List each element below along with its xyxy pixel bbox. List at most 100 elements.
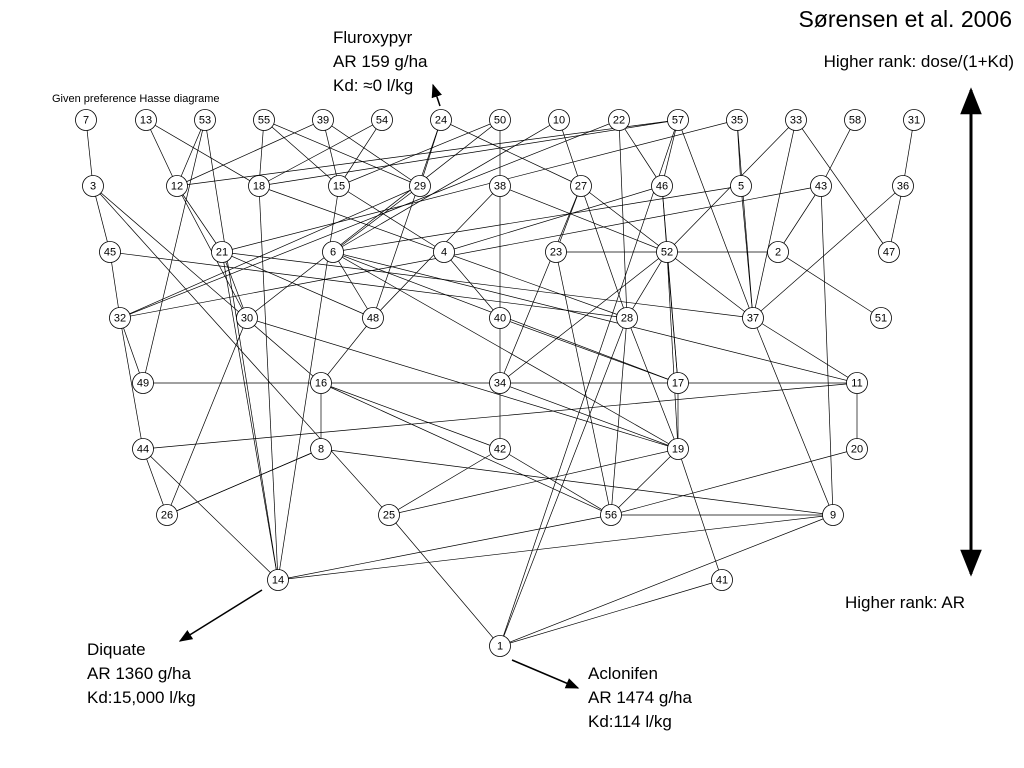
svg-text:7: 7 <box>83 115 89 127</box>
svg-text:42: 42 <box>494 444 506 456</box>
svg-text:22: 22 <box>613 115 625 127</box>
edge-6-48 <box>332 251 374 319</box>
node-22: 22 <box>608 109 630 131</box>
svg-text:50: 50 <box>494 115 506 127</box>
edge-8-9 <box>320 448 834 516</box>
edge-20-56 <box>610 448 858 516</box>
edge-31-36 <box>902 119 915 187</box>
edge-39-15 <box>322 119 340 187</box>
svg-text:49: 49 <box>137 378 149 390</box>
node-38: 38 <box>489 175 511 197</box>
svg-text:39: 39 <box>317 115 329 127</box>
edge-24-27 <box>440 119 582 187</box>
edge-52-17 <box>666 251 679 384</box>
edge-57-12 <box>176 119 679 187</box>
svg-text:23: 23 <box>550 247 562 259</box>
svg-text:14: 14 <box>272 575 284 587</box>
node-48: 48 <box>362 307 384 329</box>
svg-text:29: 29 <box>414 181 426 193</box>
edge-52-34 <box>499 251 668 384</box>
edge-29-32 <box>119 185 421 319</box>
node-8: 8 <box>310 438 332 460</box>
edge-2-51 <box>777 251 882 319</box>
svg-text:6: 6 <box>330 247 336 259</box>
edge-39-29 <box>322 119 421 187</box>
edge-21-37 <box>221 251 754 319</box>
node-4: 4 <box>433 241 455 263</box>
svg-text:2: 2 <box>775 247 781 259</box>
callout-aclonifen-kd: Kd:114 l/kg <box>588 712 672 731</box>
edge-45-28 <box>109 251 628 319</box>
edge-24-48 <box>372 119 442 319</box>
node-52: 52 <box>656 241 678 263</box>
callout-diquate-ar: AR 1360 g/ha <box>87 664 191 683</box>
edge-53-14 <box>204 119 279 581</box>
edge-25-19 <box>388 448 679 516</box>
node-20: 20 <box>846 438 868 460</box>
node-54: 54 <box>371 109 393 131</box>
node-19: 19 <box>667 438 689 460</box>
svg-text:44: 44 <box>137 444 149 456</box>
edge-23-56 <box>555 251 612 516</box>
node-17: 17 <box>667 372 689 394</box>
node-7: 7 <box>75 109 97 131</box>
svg-text:55: 55 <box>258 115 270 127</box>
svg-text:41: 41 <box>716 575 728 587</box>
svg-text:51: 51 <box>875 313 887 325</box>
edge-21-14 <box>221 251 279 581</box>
node-34: 34 <box>489 372 511 394</box>
edge-22-46 <box>618 119 663 187</box>
edge-9-14 <box>277 514 834 581</box>
edge-6-19 <box>332 251 679 450</box>
node-46: 46 <box>651 175 673 197</box>
edge-10-6 <box>332 119 560 253</box>
svg-text:20: 20 <box>851 444 863 456</box>
node-15: 15 <box>328 175 350 197</box>
callout-fluroxypyr-ar: AR 159 g/ha <box>333 52 428 71</box>
callout-fluroxypyr-kd: Kd: ≈0 l/kg <box>333 76 414 95</box>
edge-37-11 <box>752 317 858 384</box>
svg-text:17: 17 <box>672 378 684 390</box>
node-51: 51 <box>870 307 892 329</box>
edge-27-34 <box>499 185 582 384</box>
svg-text:24: 24 <box>435 115 447 127</box>
edge-13-18 <box>145 119 260 187</box>
edge-22-28 <box>618 119 628 319</box>
svg-text:11: 11 <box>851 378 862 390</box>
edge-3-45 <box>92 185 111 253</box>
edge-53-49 <box>142 119 206 384</box>
node-5: 5 <box>730 175 752 197</box>
edge-57-46 <box>661 119 679 187</box>
node-31: 31 <box>903 109 925 131</box>
svg-text:18: 18 <box>253 181 265 193</box>
node-58: 58 <box>844 109 866 131</box>
svg-text:34: 34 <box>494 378 506 390</box>
edge-7-3 <box>85 119 94 187</box>
edge-29-6 <box>332 185 421 253</box>
svg-text:57: 57 <box>672 115 684 127</box>
edge-10-27 <box>558 119 582 187</box>
svg-text:32: 32 <box>114 313 126 325</box>
edge-57-18 <box>258 119 679 187</box>
node-16: 16 <box>310 372 332 394</box>
edge-58-43 <box>820 119 856 187</box>
node-27: 27 <box>570 175 592 197</box>
node-39: 39 <box>312 109 334 131</box>
svg-text:13: 13 <box>140 115 152 127</box>
svg-text:46: 46 <box>656 181 668 193</box>
svg-text:53: 53 <box>199 115 211 127</box>
callout-fluroxypyr: Fluroxypyr AR 159 g/ha Kd: ≈0 l/kg <box>333 26 428 98</box>
node-28: 28 <box>616 307 638 329</box>
svg-text:35: 35 <box>731 115 743 127</box>
edge-43-9 <box>820 185 834 516</box>
svg-text:36: 36 <box>897 181 909 193</box>
edge-46-4 <box>443 185 663 253</box>
svg-text:5: 5 <box>738 181 744 193</box>
node-42: 42 <box>489 438 511 460</box>
node-50: 50 <box>489 109 511 131</box>
node-30: 30 <box>236 307 258 329</box>
edge-4-40 <box>443 251 501 319</box>
callout-diquate-kd: Kd:15,000 l/kg <box>87 688 196 707</box>
node-55: 55 <box>253 109 275 131</box>
